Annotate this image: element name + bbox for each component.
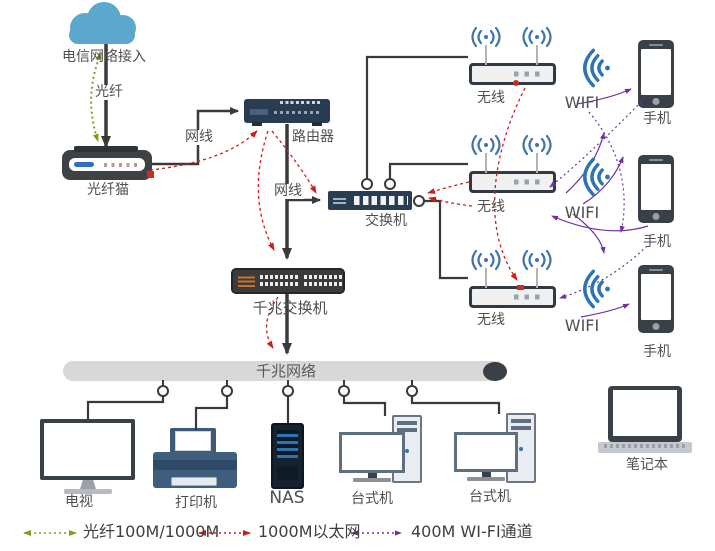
desktop1-monitor-base — [353, 478, 391, 482]
phone-1-device — [638, 40, 674, 108]
backbone-label: 千兆网络 — [255, 362, 316, 380]
bus-tap-4 — [338, 385, 350, 397]
router-foot — [252, 122, 262, 126]
bus-tap-2 — [221, 385, 233, 397]
bus-tap-1 — [157, 385, 169, 397]
ap1-label: 无线 — [477, 90, 505, 106]
desktop2-monitor-base — [467, 477, 505, 481]
switch-label-tag — [333, 196, 346, 204]
bus-tap-3 — [282, 385, 294, 397]
switch-uplink-port-3 — [413, 195, 425, 207]
bus-tap-5 — [406, 385, 418, 397]
backbone-end-cap — [483, 362, 507, 381]
desktop2-label: 台式机 — [469, 489, 511, 505]
switch-ap2-cable — [388, 162, 468, 179]
switch-ports — [354, 196, 408, 205]
desktop1-label: 台式机 — [351, 491, 393, 507]
bus-printer-cable — [194, 396, 229, 430]
phone-3-device — [638, 265, 674, 333]
gigabit-switch-port-group-1 — [260, 275, 300, 287]
switch-uplink-port-1 — [361, 178, 373, 190]
wifi-signal-icon — [583, 269, 612, 309]
wireless-ap-2-device — [469, 171, 556, 193]
ap-led-dots — [514, 294, 545, 300]
wireless-ap-1-device — [469, 63, 556, 86]
antenna-icon — [522, 249, 552, 290]
antenna-icon — [471, 134, 501, 175]
phone3-label: 手机 — [643, 344, 671, 360]
desktop1-monitor — [339, 432, 405, 473]
router-led-row — [274, 111, 322, 114]
cable1-label: 网线 — [183, 129, 215, 146]
wifi-signal-icon — [583, 157, 612, 197]
bus-desktop1-cable — [342, 396, 387, 416]
bus-desktop2-cable — [410, 396, 501, 414]
ap-led-dots — [514, 71, 545, 77]
bus-tv-cable — [86, 396, 165, 419]
modem-status-leds — [104, 163, 140, 167]
flow-ap2-to-switch-b — [428, 196, 473, 207]
wifi3-label: WIFI — [564, 316, 600, 335]
printer-label: 打印机 — [175, 495, 217, 511]
desktop1-monitor-neck — [368, 473, 377, 478]
ap-led-dots — [514, 179, 545, 185]
phone1-label: 手机 — [643, 111, 671, 127]
fiber-link-label: 光纤 — [93, 84, 125, 101]
router-device — [244, 99, 330, 126]
router-top-ports — [280, 101, 322, 104]
phone2-label: 手机 — [643, 234, 671, 250]
switch-uplink-port-2 — [384, 178, 396, 190]
wifi-flow-phone2-ap3 — [559, 245, 648, 299]
router-foot — [312, 122, 322, 126]
laptop-label: 笔记本 — [626, 457, 668, 473]
wifi2-label: WIFI — [564, 203, 600, 222]
modem-power-led — [74, 162, 94, 167]
wifi1-label: WIFI — [564, 93, 600, 112]
tv-label: 电视 — [65, 494, 93, 510]
wireless-ap-3-device — [469, 285, 556, 308]
desktop2-monitor — [454, 432, 518, 472]
cloud-icon — [69, 2, 136, 44]
cloud-label: 电信网络接入 — [62, 49, 146, 65]
switch-ap1-cable — [365, 55, 468, 179]
gigabit-backbone-bus — [63, 361, 505, 381]
gigabit-switch-port-group-2 — [304, 275, 344, 287]
printer-device — [150, 428, 240, 490]
fiber-modem-device — [62, 146, 154, 180]
cable2-label: 网线 — [272, 183, 304, 200]
gigabit-switch-label: 千兆交换机 — [252, 299, 328, 317]
switch-label: 交换机 — [365, 213, 407, 229]
switch-ap3-cable — [424, 199, 468, 280]
desktop2-monitor-neck — [482, 472, 491, 477]
modem-red-port-marker — [147, 171, 154, 178]
nas-label: NAS — [269, 488, 305, 508]
modem-top-tab — [74, 146, 138, 152]
legend-ethernet-label: 1000M以太网 — [258, 522, 361, 541]
ap3-label: 无线 — [477, 312, 505, 328]
antenna-icon — [471, 249, 501, 290]
switch-device — [328, 191, 412, 210]
gigabit-switch-uplink-ports — [238, 275, 255, 287]
wifi-flow-2-up — [565, 132, 606, 194]
ap2-label: 无线 — [477, 199, 505, 215]
gigabit-switch-device — [231, 268, 345, 294]
ap3-red-port-marker — [516, 285, 524, 290]
phone-2-device — [638, 155, 674, 223]
antenna-icon — [522, 134, 552, 175]
modem-led-strip — [69, 158, 145, 171]
ap1-red-port-marker — [512, 80, 519, 86]
legend-fiber-label: 光纤100M/1000M — [83, 522, 220, 541]
wifi-signal-icon — [583, 48, 612, 88]
nas-device — [271, 423, 304, 489]
router-label: 路由器 — [292, 129, 334, 145]
antenna-icon — [471, 26, 501, 67]
flow-ap2-to-switch-a — [427, 181, 470, 194]
router-panel — [250, 109, 268, 115]
antenna-icon — [522, 26, 552, 67]
wifi-flow-2-phone2 — [582, 156, 624, 205]
legend-wifi-label: 400M WI-FI通道 — [411, 522, 533, 541]
tv-device — [40, 419, 135, 495]
modem-label: 光纤猫 — [87, 182, 129, 198]
laptop-device — [598, 386, 692, 454]
